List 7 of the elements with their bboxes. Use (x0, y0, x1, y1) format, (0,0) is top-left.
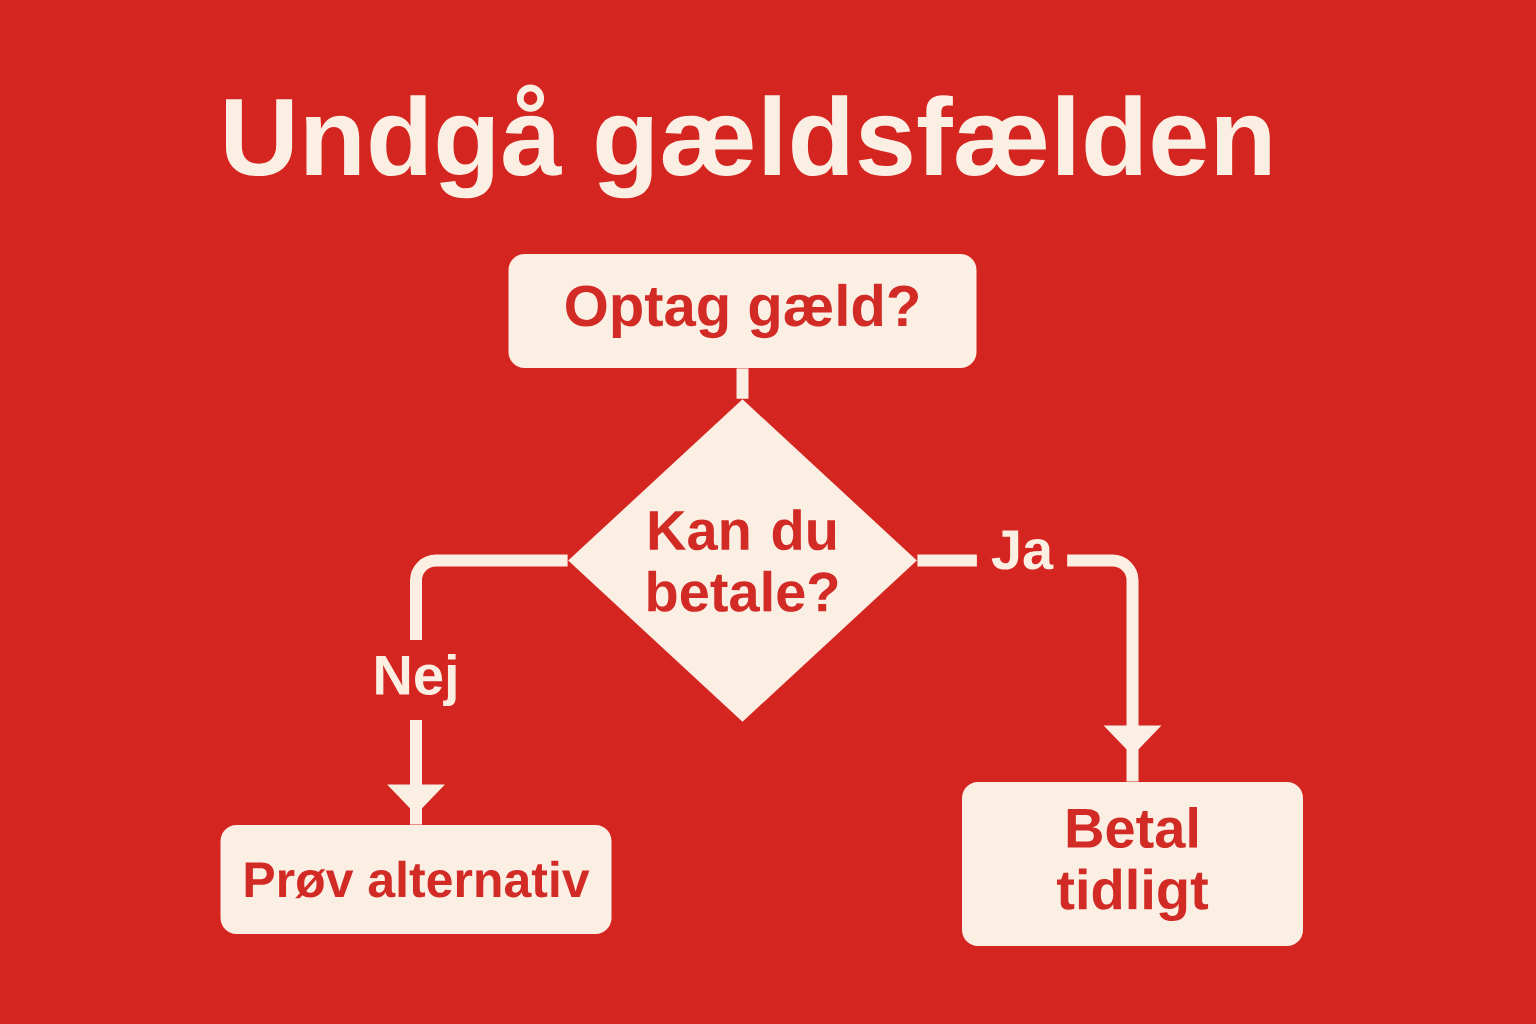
edge-label: Ja (976, 516, 1068, 584)
connector-line (736, 368, 749, 399)
process-box: Optag gæld? (508, 254, 977, 368)
process-box: Prøv alternativ (220, 825, 612, 934)
edge-label: Nej (358, 639, 474, 721)
title: Undgå gældsfælden (226, 84, 1270, 199)
process-box: Betal tidligt (962, 782, 1303, 946)
